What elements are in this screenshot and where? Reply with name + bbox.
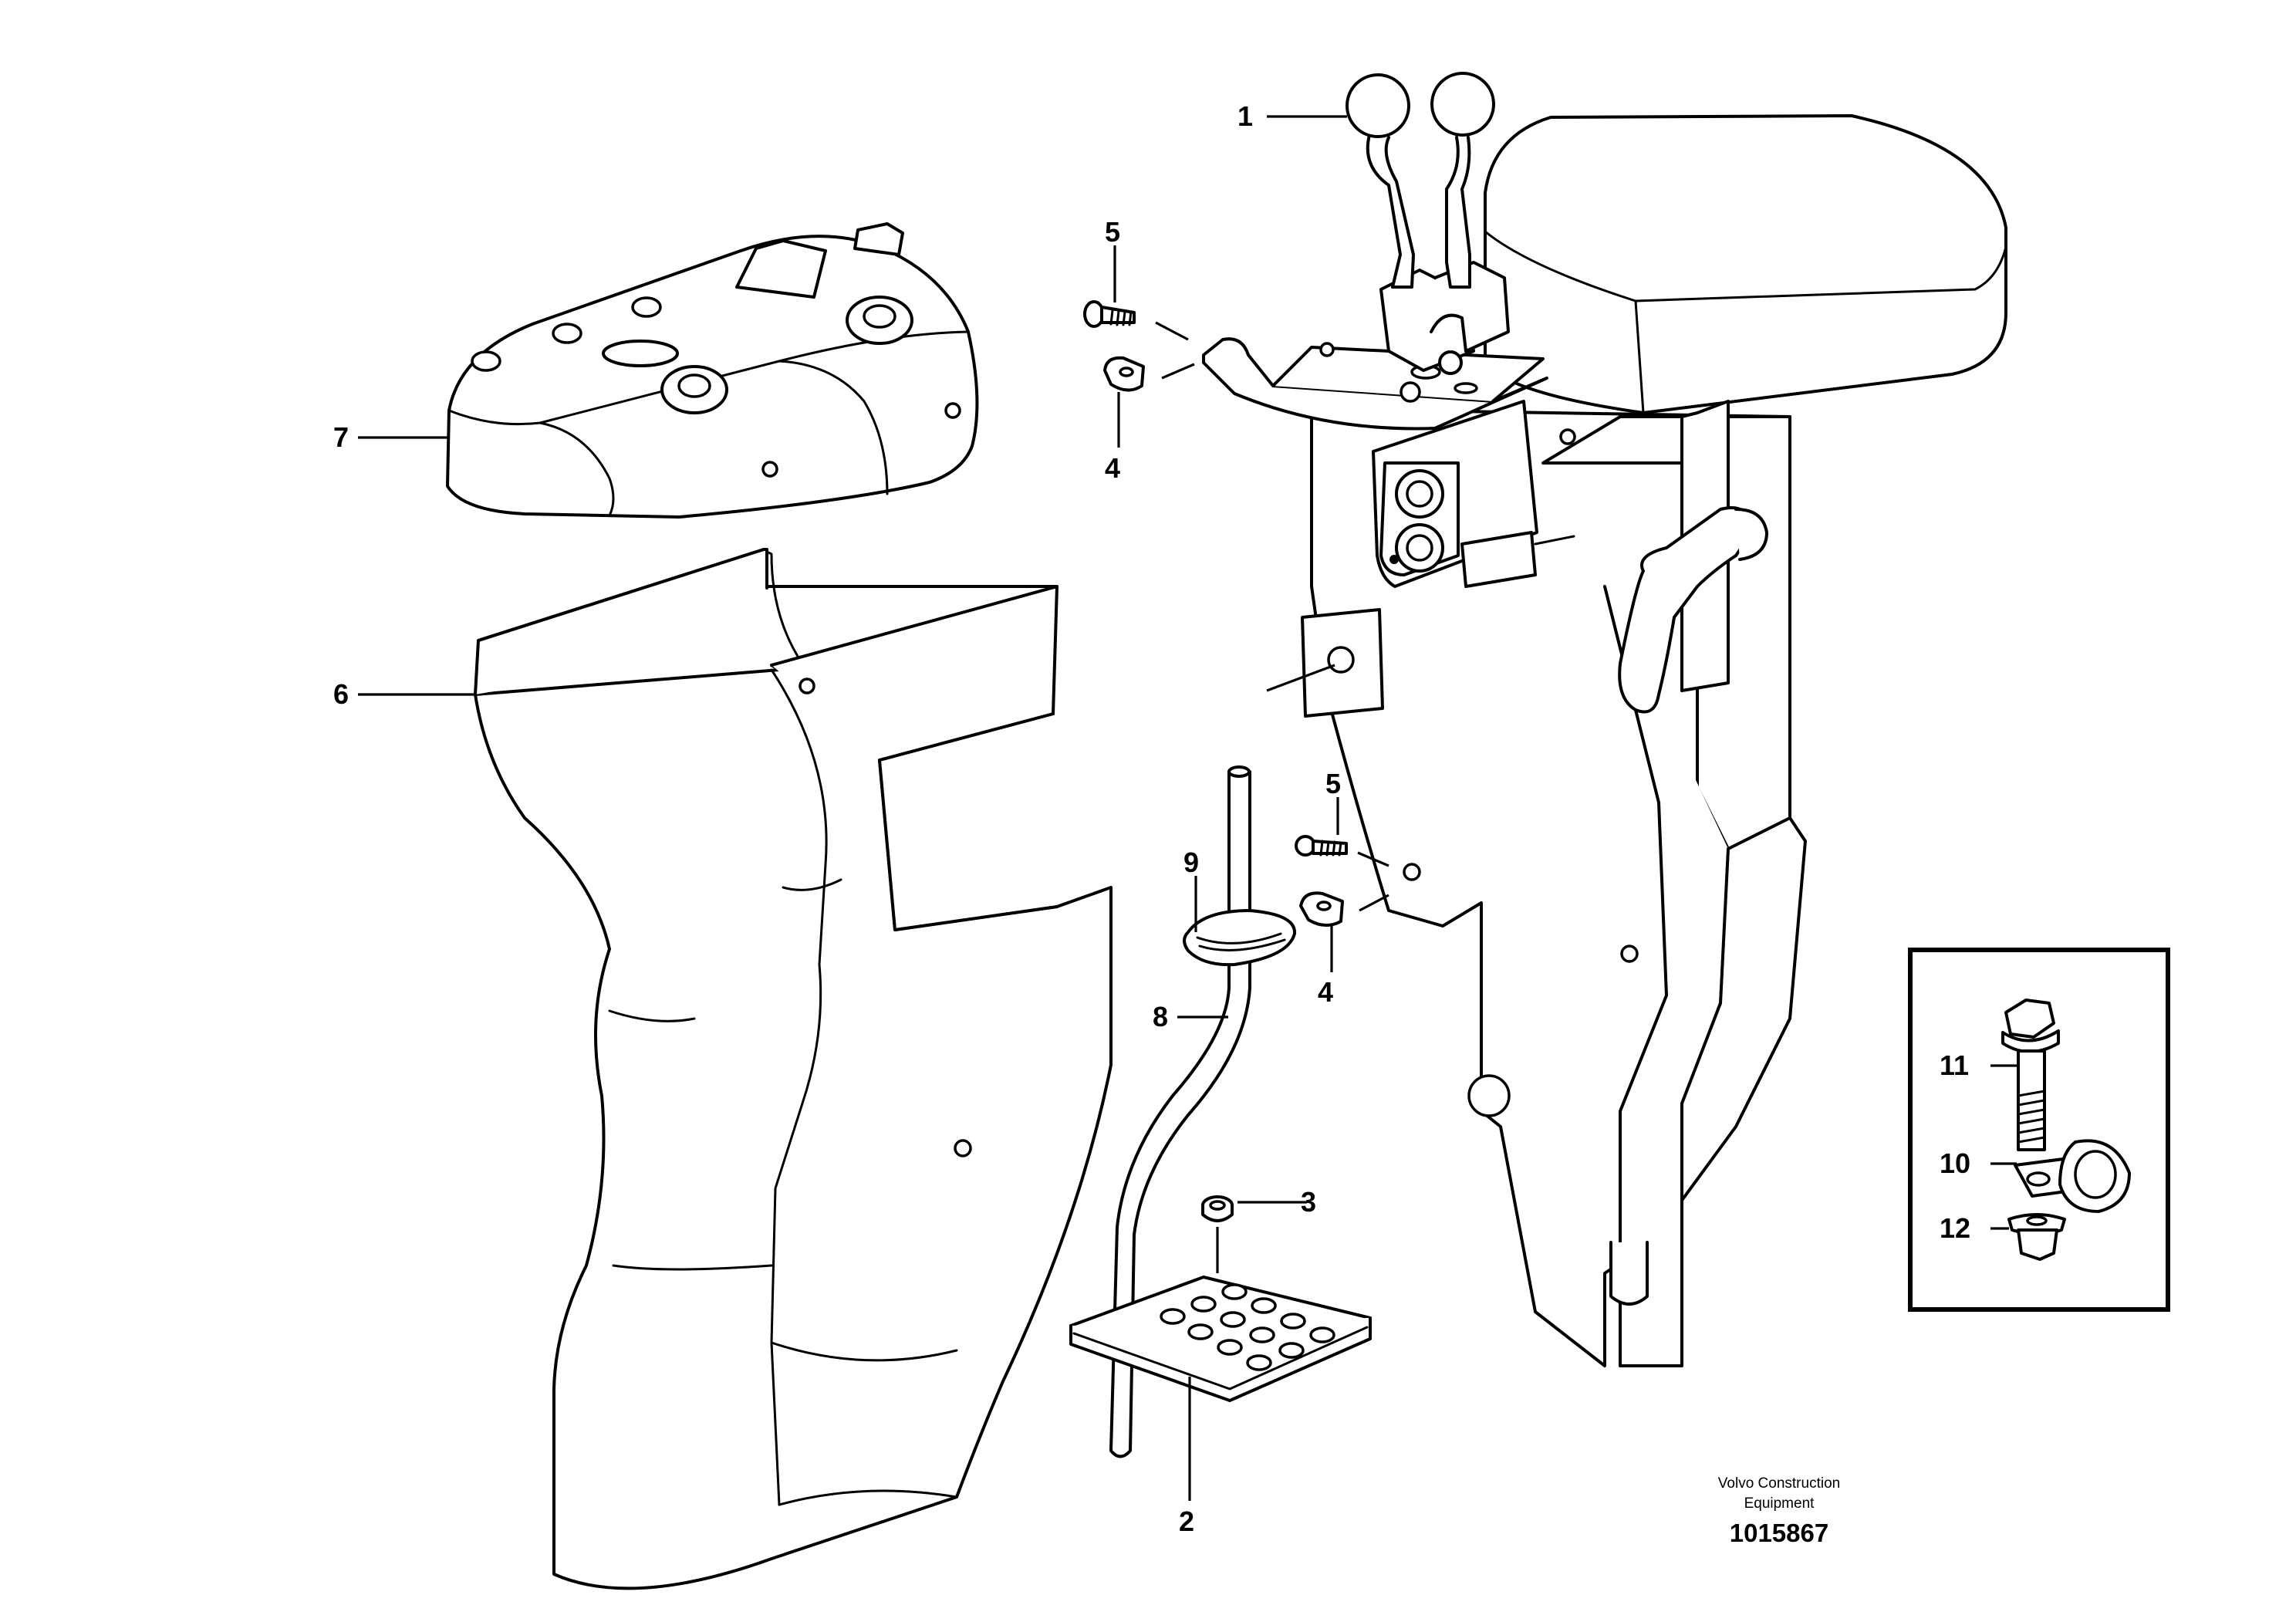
control-valve [1372,400,1575,588]
callout-numbers: 1 2 3 4 4 5 5 6 7 8 9 10 11 12 [333,100,1970,1537]
credit-block: Volvo Construction Equipment 1015867 [1718,1475,1840,1547]
washer-plug [1201,1195,1234,1273]
callout-5-upper: 5 [1105,216,1120,248]
callout-10: 10 [1940,1147,1970,1179]
callout-2: 2 [1179,1505,1194,1537]
console-shroud [474,548,1113,1590]
callout-12: 12 [1940,1212,1970,1244]
bolt-upper [1083,300,1189,341]
hardware-inset [1908,948,2170,1312]
callout-3: 3 [1301,1186,1316,1218]
callout-6: 6 [333,678,349,710]
callout-4-upper: 4 [1105,452,1120,484]
callout-1: 1 [1237,100,1253,132]
callout-9: 9 [1183,846,1199,878]
bolt-lower [1295,835,1389,867]
top-panel-cover [446,222,979,519]
callout-11: 11 [1940,1049,1969,1081]
callout-leaders [358,115,1347,1501]
callout-5-lower: 5 [1325,768,1341,799]
callout-8: 8 [1153,1001,1168,1032]
joystick-levers [1346,72,1510,375]
adjustment-handle [1618,506,1768,714]
callout-4-lower: 4 [1318,976,1333,1008]
credit-line-1: Volvo Construction [1718,1475,1840,1492]
document-number: 1015867 [1730,1519,1828,1547]
cable-tie [1183,909,1297,967]
hose-pipe [1109,765,1251,1458]
mounting-bracket [1202,337,1548,431]
grommet-plate [1069,1276,1372,1402]
credit-line-2: Equipment [1744,1495,1815,1512]
clip-upper [1103,356,1195,392]
callout-7: 7 [333,421,349,453]
clip-lower [1299,891,1389,927]
